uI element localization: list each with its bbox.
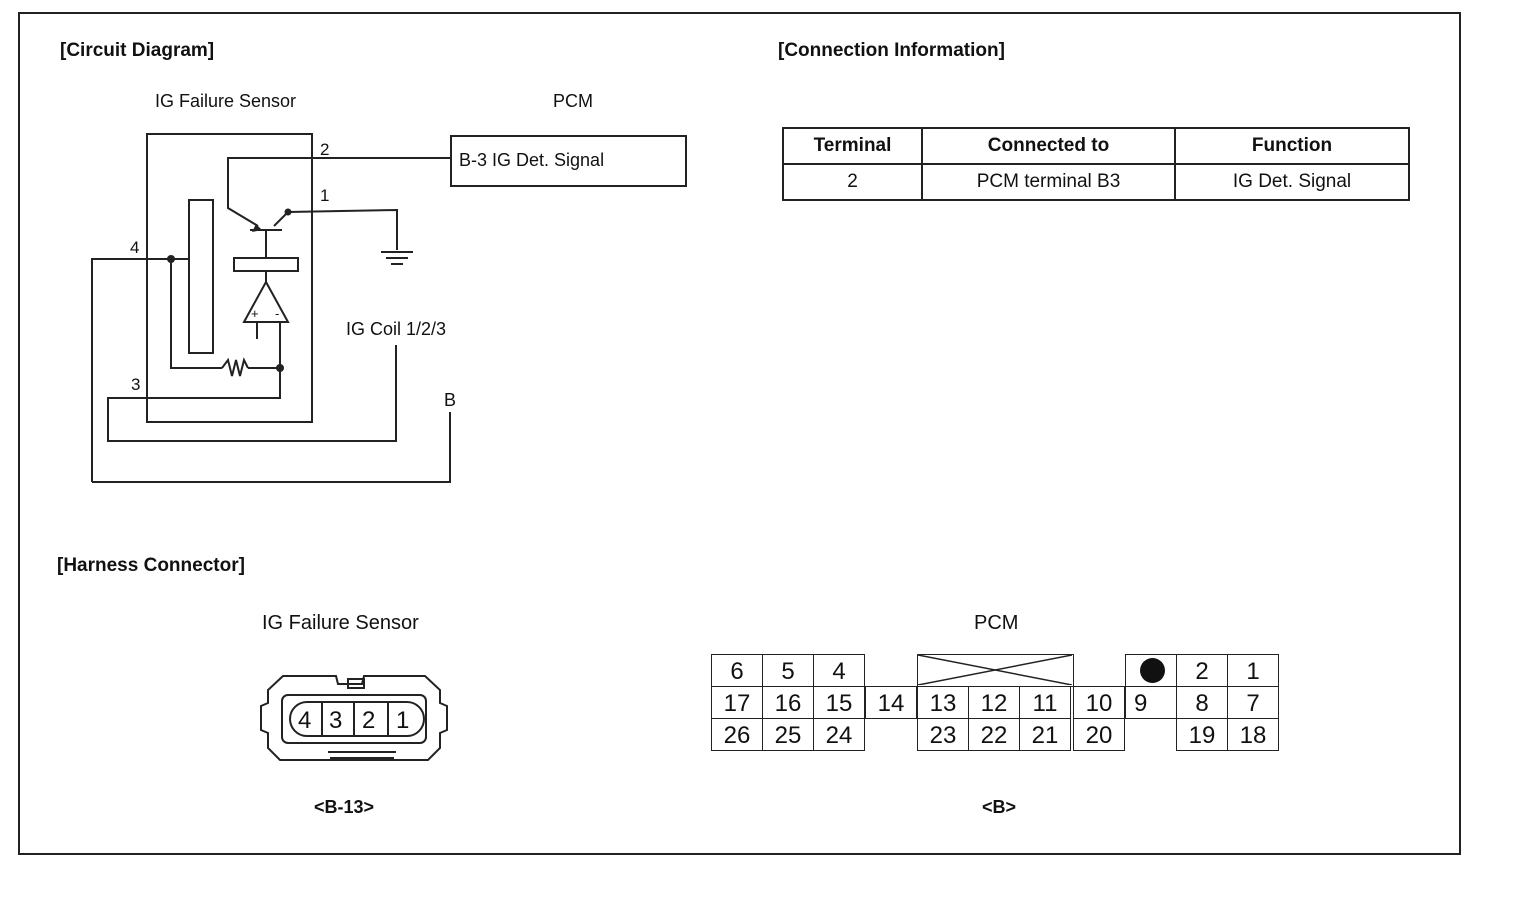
pcm-blank-block bbox=[917, 654, 1074, 687]
cell-connected-to: PCM terminal B3 bbox=[921, 163, 1176, 201]
wire-battery bbox=[92, 412, 451, 483]
terminal-3-label: 3 bbox=[131, 375, 140, 394]
wire-terminal-4 bbox=[91, 258, 171, 482]
pcm-pin-7: 7 bbox=[1227, 686, 1279, 719]
sensor-label: IG Failure Sensor bbox=[155, 91, 297, 111]
header-connected-to: Connected to bbox=[921, 127, 1176, 165]
pcm-pin-12: 12 bbox=[968, 686, 1020, 719]
pcm-pin-14: 14 bbox=[865, 686, 917, 719]
pcm-pin-24: 24 bbox=[813, 718, 865, 751]
cell-terminal: 2 bbox=[782, 163, 923, 201]
pcm-pin-9: 9 bbox=[1125, 686, 1177, 719]
sensor-body bbox=[146, 133, 313, 423]
connection-information-title: [Connection Information] bbox=[778, 40, 1005, 61]
connection-table: Terminal Connected to Function 2 PCM ter… bbox=[782, 127, 1410, 201]
pcm-pin-11: 11 bbox=[1019, 686, 1071, 719]
pcm-label: PCM bbox=[553, 91, 593, 111]
pcm-pin-26: 26 bbox=[711, 718, 763, 751]
pcm-pin-5: 5 bbox=[762, 654, 814, 687]
table-row: 2 PCM terminal B3 IG Det. Signal bbox=[782, 163, 1410, 201]
pcm-pin-10: 10 bbox=[1073, 686, 1125, 719]
pcm-pin-15: 15 bbox=[813, 686, 865, 719]
pcm-connector-title: PCM bbox=[974, 612, 1019, 634]
pcm-pin-4: 4 bbox=[813, 654, 865, 687]
header-function: Function bbox=[1174, 127, 1410, 165]
pcm-pin-18: 18 bbox=[1227, 718, 1279, 751]
cell-function: IG Det. Signal bbox=[1174, 163, 1410, 201]
sensor-pin-2: 2 bbox=[362, 707, 375, 734]
harness-connector-title: [Harness Connector] bbox=[57, 555, 245, 576]
pcm-pin-2: 2 bbox=[1176, 654, 1228, 687]
pcm-pin-22: 22 bbox=[968, 718, 1020, 751]
pcm-pin-1: 1 bbox=[1227, 654, 1279, 687]
sensor-pin-4: 4 bbox=[298, 707, 311, 734]
wire-terminal-3 bbox=[107, 322, 397, 442]
pcm-pin-8: 8 bbox=[1176, 686, 1228, 719]
battery-label: B bbox=[444, 390, 457, 410]
pcm-pin-23: 23 bbox=[917, 718, 969, 751]
svg-text:+: + bbox=[251, 306, 259, 321]
header-terminal: Terminal bbox=[782, 127, 923, 165]
pcm-pin-20: 20 bbox=[1073, 718, 1125, 751]
wire-terminal-2 bbox=[227, 157, 451, 227]
pcm-pin-6: 6 bbox=[711, 654, 763, 687]
pcm-box-label: B-3 IG Det. Signal bbox=[459, 150, 605, 170]
terminal-2-label: 2 bbox=[320, 140, 329, 159]
pcm-pin-13: 13 bbox=[917, 686, 969, 719]
resistor-symbol bbox=[221, 357, 249, 377]
pcm-pin-21: 21 bbox=[1019, 718, 1071, 751]
terminal-4-label: 4 bbox=[130, 238, 139, 257]
sensor-connector-code: <B-13> bbox=[314, 797, 375, 817]
sensor-pin-3: 3 bbox=[329, 707, 342, 734]
pcm-key-cavity bbox=[1125, 654, 1177, 687]
comparator-symbol bbox=[242, 279, 290, 323]
sensor-pin-1: 1 bbox=[396, 707, 409, 734]
diagram-frame bbox=[18, 12, 1461, 855]
pcm-connector-code: <B> bbox=[982, 797, 1017, 817]
sensor-connector-title: IG Failure Sensor bbox=[262, 612, 419, 634]
terminal-1-label: 1 bbox=[320, 186, 329, 205]
wire-terminal-1 bbox=[273, 208, 398, 250]
pcm-pin-25: 25 bbox=[762, 718, 814, 751]
circuit-diagram-title: [Circuit Diagram] bbox=[60, 40, 215, 61]
pcm-box bbox=[450, 135, 687, 187]
pcm-pin-19: 19 bbox=[1176, 718, 1228, 751]
pcm-pin-16: 16 bbox=[762, 686, 814, 719]
ig-coil-label: IG Coil 1/2/3 bbox=[346, 319, 447, 339]
svg-text:-: - bbox=[275, 306, 279, 321]
sensing-element bbox=[188, 199, 214, 354]
pcm-pin-17: 17 bbox=[711, 686, 763, 719]
